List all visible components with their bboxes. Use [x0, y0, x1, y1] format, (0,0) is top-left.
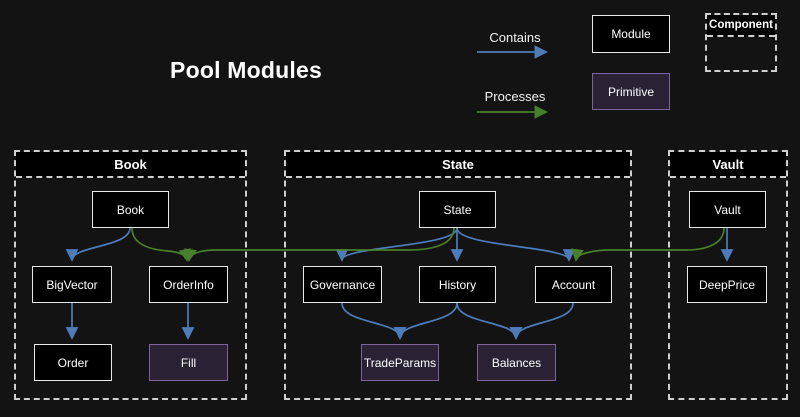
- node-label: TradeParams: [363, 355, 437, 370]
- edge-account-balances: [509, 302, 574, 340]
- legend-module-label: Module: [611, 27, 651, 41]
- edge-history-balances: [456, 302, 523, 340]
- node-label: State: [443, 202, 472, 217]
- node-state: State: [419, 191, 496, 228]
- edge-state-governance: [335, 227, 458, 262]
- legend-contains-label: Contains: [489, 30, 541, 45]
- legend-component-box: Component: [705, 13, 777, 72]
- node-label: Fill: [180, 355, 197, 370]
- container-vault-header: Vault: [670, 152, 786, 178]
- node-vault: Vault: [689, 191, 766, 228]
- node-history: History: [419, 266, 496, 303]
- page-title: Pool Modules: [170, 57, 322, 83]
- edge-state-account: [456, 227, 576, 262]
- node-label: Governance: [309, 277, 376, 292]
- node-book: Book: [92, 191, 169, 228]
- node-label: OrderInfo: [163, 277, 214, 292]
- node-orderinfo: OrderInfo: [149, 266, 228, 303]
- node-bigvector: BigVector: [32, 266, 112, 303]
- container-book-header: Book: [16, 152, 245, 178]
- node-label: History: [438, 277, 477, 292]
- node-label: Balances: [491, 355, 542, 370]
- node-label: Order: [57, 355, 89, 370]
- edge-book-bigvector: [65, 227, 131, 262]
- node-fill: Fill: [149, 344, 228, 381]
- container-state-header: State: [286, 152, 630, 178]
- edge-state-orderinfo: [184, 227, 455, 262]
- node-label: Book: [116, 202, 145, 217]
- legend-processes-label: Processes: [484, 89, 546, 104]
- node-label: Account: [551, 277, 596, 292]
- legend-primitive-label: Primitive: [607, 84, 654, 99]
- node-order: Order: [34, 344, 112, 381]
- node-tradeparams: TradeParams: [361, 344, 439, 381]
- legend-module-box: Module: [592, 15, 670, 53]
- container-vault: Vault: [668, 150, 788, 400]
- node-label: Vault: [714, 202, 741, 217]
- node-label: BigVector: [46, 277, 98, 292]
- node-account: Account: [535, 266, 612, 303]
- node-deepprice: DeepPrice: [687, 266, 767, 303]
- legend-component-label: Component: [707, 15, 775, 37]
- node-governance: Governance: [303, 266, 382, 303]
- legend-primitive-box: Primitive: [592, 73, 670, 110]
- edge-governance-tradeparams: [341, 302, 407, 340]
- node-balances: Balances: [477, 344, 556, 381]
- container-book: Book: [14, 150, 247, 400]
- edge-history-tradeparams: [393, 302, 458, 340]
- container-state: State: [284, 150, 632, 400]
- edge-book-orderinfo: [131, 227, 192, 262]
- edge-vault-account: [571, 227, 725, 262]
- node-label: DeepPrice: [698, 277, 756, 292]
